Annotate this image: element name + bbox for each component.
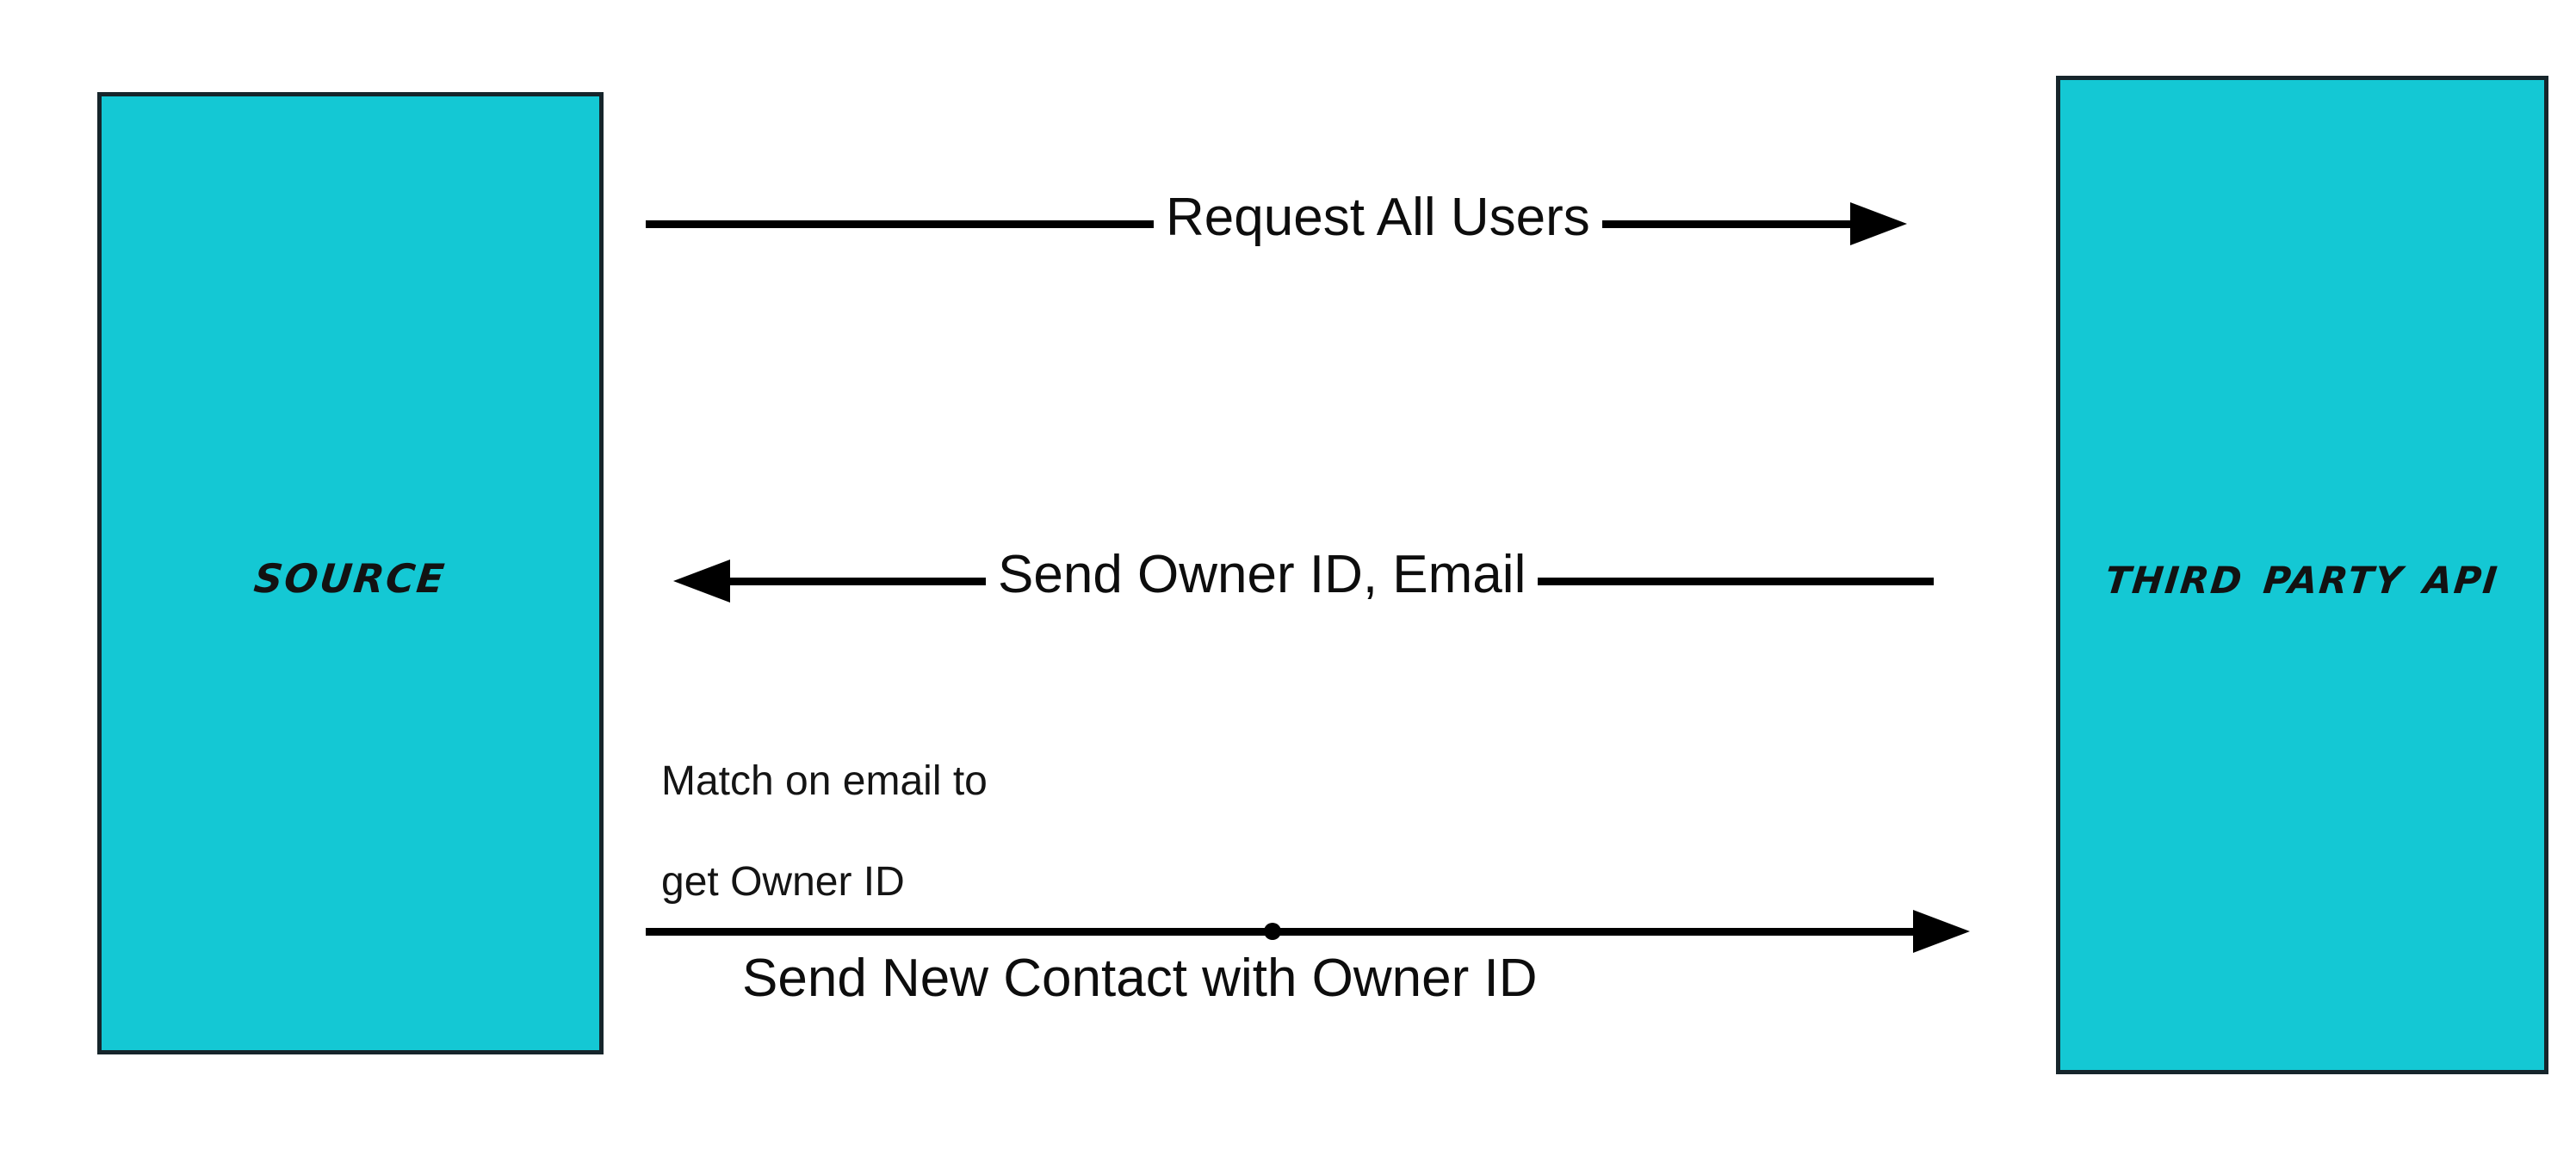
node-source-label: SOURCE — [251, 540, 450, 607]
note-line-2: get Owner ID — [661, 858, 905, 905]
arrow-head-left-icon — [673, 560, 730, 603]
message-label-send-owner-id-email: Send Owner ID, Email — [986, 548, 1539, 602]
arrow-head-right-icon — [1850, 202, 1907, 245]
node-third-party-api-label: Third Party API — [2102, 543, 2503, 607]
note-match-on-email: Match on email to get Owner ID — [661, 706, 988, 958]
message-midpoint-dot-icon — [1264, 923, 1281, 940]
node-third-party-api[interactable]: Third Party API — [2056, 76, 2548, 1074]
message-label-send-new-contact: Send New Contact with Owner ID — [742, 949, 1538, 1008]
arrow-head-right-icon — [1913, 910, 1970, 953]
message-line-segment — [646, 928, 1918, 936]
node-source[interactable]: SOURCE — [97, 92, 604, 1054]
note-line-1: Match on email to — [661, 757, 988, 804]
message-label-request-all-users: Request All Users — [1154, 191, 1602, 244]
